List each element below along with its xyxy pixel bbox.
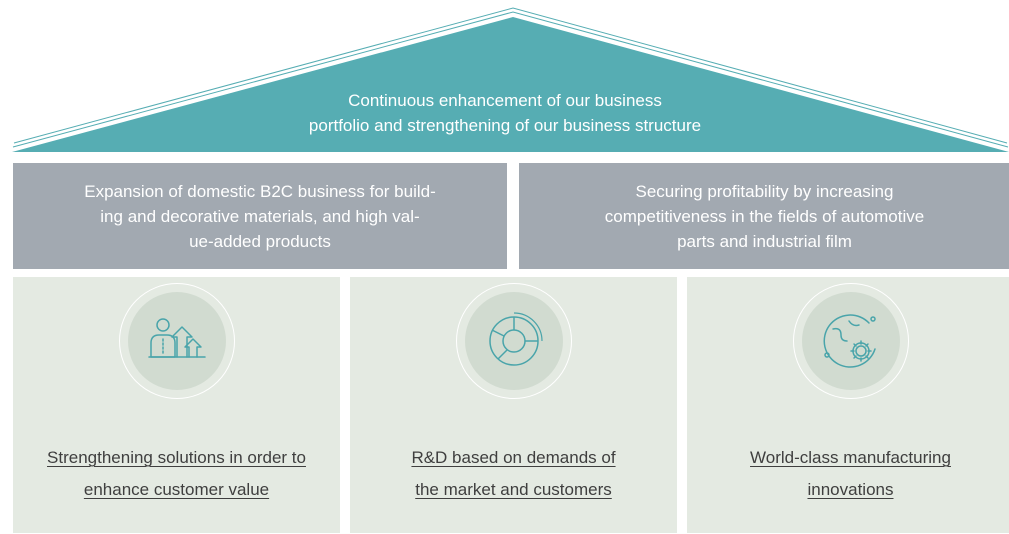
pillar-label-line[interactable]: innovations — [807, 480, 894, 499]
pillar-badge — [792, 283, 909, 399]
strategy-text-line: competitiveness in the fields of automot… — [604, 206, 925, 226]
roof-title-line-1: Continuous enhancement of our business — [348, 91, 662, 110]
pillar-label[interactable]: R&D based on demands of the market and c… — [350, 442, 677, 506]
roof-outline-1 — [13, 7, 1008, 144]
pillar-badge — [118, 283, 235, 399]
roof-shape — [12, 17, 1009, 152]
pillar-label-line[interactable]: R&D based on demands of — [411, 448, 616, 467]
roof-title: Continuous enhancement of our business p… — [150, 88, 860, 138]
strategy-box-profitability: Securing profitability by increasing com… — [519, 163, 1009, 269]
pillar-badge — [455, 283, 572, 399]
roof — [12, 7, 1009, 152]
strategy-text-line: ing and decorative materials, and high v… — [100, 206, 420, 226]
pillar-label-line[interactable]: World-class manufacturing — [750, 448, 951, 467]
roof-outline-2 — [12, 11, 1009, 148]
pillar-label-line[interactable]: Strengthening solutions in order to — [47, 448, 306, 467]
pillar-customer-value: Strengthening solutions in order to enha… — [13, 277, 340, 533]
strategy-text-line: ue-added products — [189, 231, 331, 251]
donut-chart-icon — [488, 312, 543, 366]
pillar-label-line[interactable]: the market and customers — [415, 480, 612, 499]
roof-title-line-2: portfolio and strengthening of our busin… — [308, 116, 702, 135]
strategy-text-line: parts and industrial film — [677, 231, 852, 251]
pillar-rnd: R&D based on demands of the market and c… — [350, 277, 677, 533]
pillar-label[interactable]: Strengthening solutions in order to enha… — [13, 442, 340, 506]
pillar-label[interactable]: World-class manufacturing innovations — [687, 442, 1009, 506]
pillar-label-line[interactable]: enhance customer value — [83, 480, 270, 499]
strategy-text-line: Securing profitability by increasing — [635, 181, 894, 201]
person-growth-arrows-icon — [147, 318, 206, 358]
globe-gear-icon — [823, 314, 876, 368]
strategy-box-b2c: Expansion of domestic B2C business for b… — [13, 163, 507, 269]
strategy-text-line: Expansion of domestic B2C business for b… — [84, 181, 436, 201]
pillar-manufacturing: World-class manufacturing innovations — [687, 277, 1009, 533]
